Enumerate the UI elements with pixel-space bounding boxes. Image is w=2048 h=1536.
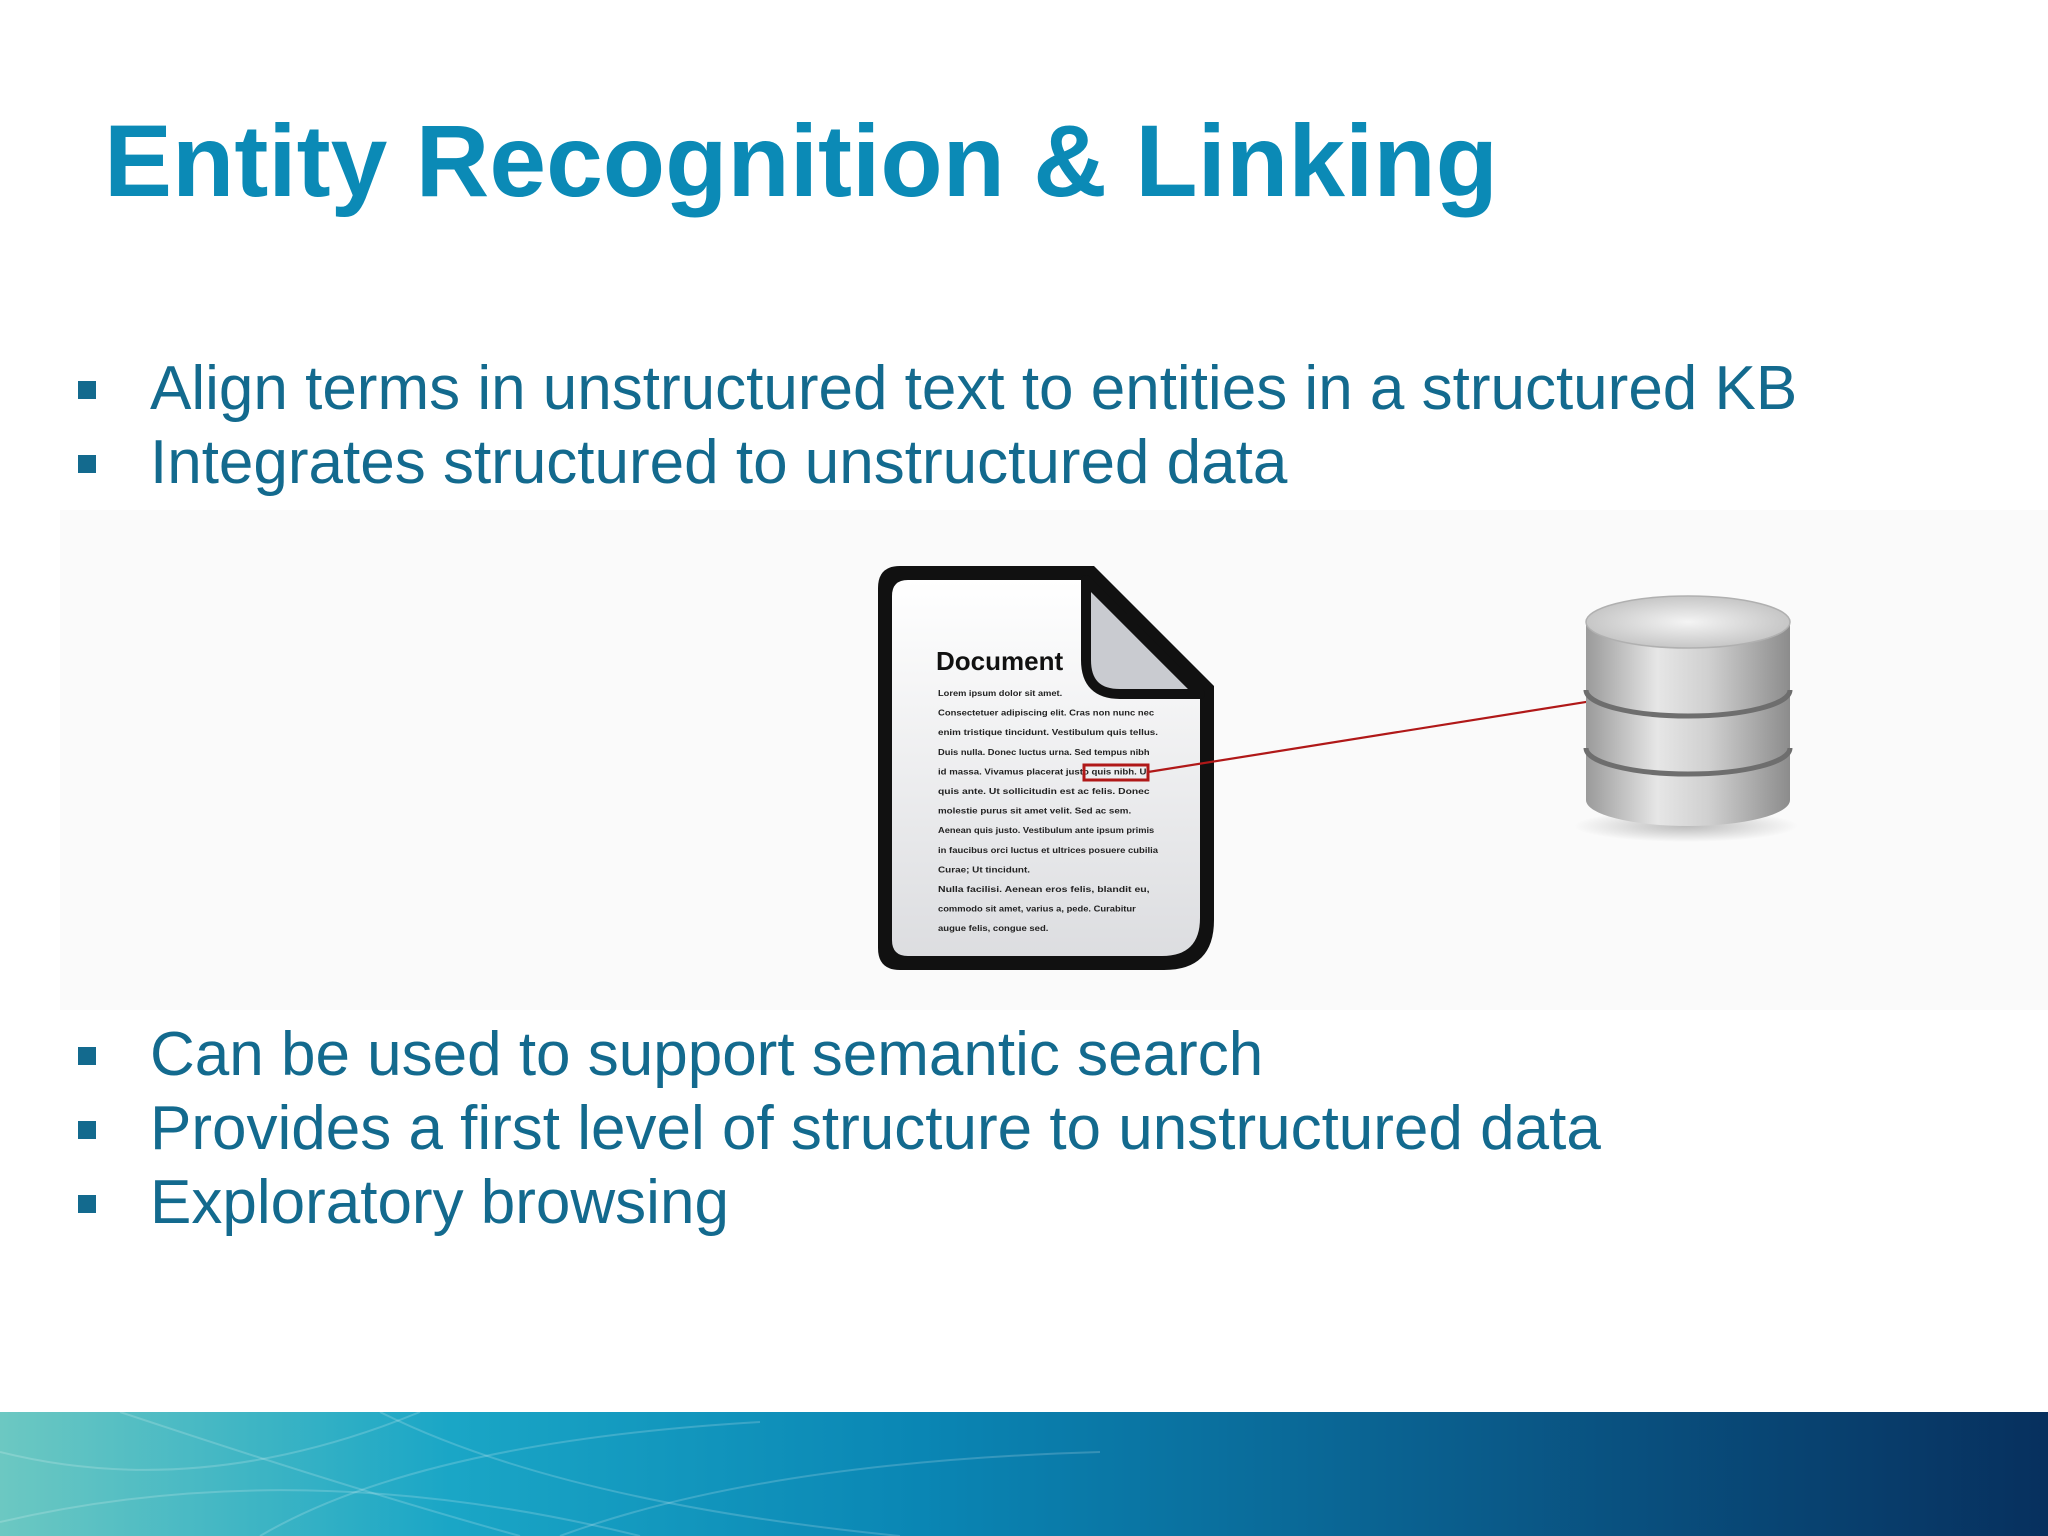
document-text-lines: Lorem ipsum dolor sit amet. Consectetuer …: [938, 688, 1158, 933]
bullet-item: Provides a first level of structure to u…: [78, 1092, 1601, 1166]
document-text-line: Nulla facilisi. Aenean eros felis, bland…: [938, 884, 1150, 894]
document-text-line: Consectetuer adipiscing elit. Cras non n…: [938, 708, 1154, 718]
bullet-item: Can be used to support semantic search: [78, 1018, 1601, 1092]
bullet-text: Can be used to support semantic search: [150, 1020, 1264, 1089]
document-text-line: Lorem ipsum dolor sit amet.: [938, 688, 1062, 698]
bullet-square-icon: [78, 381, 96, 399]
footer-decoration: [0, 1412, 1101, 1536]
document-text-line: commodo sit amet, varius a, pede. Curabi…: [938, 904, 1137, 914]
footer-band: [0, 1412, 2048, 1536]
bullet-text: Align terms in unstructured text to enti…: [150, 354, 1798, 423]
bullet-text: Provides a first level of structure to u…: [150, 1094, 1601, 1163]
entity-mention-highlight: [1082, 763, 1150, 782]
document-icon: Document Lorem ipsum dolor sit amet. Cons…: [878, 566, 1214, 970]
document-text-line: molestie purus sit amet velit. Sed ac se…: [938, 806, 1131, 816]
document-text-line: Duis nulla. Donec luctus urna. Sed tempu…: [938, 747, 1150, 757]
bullet-text: Exploratory browsing: [150, 1168, 729, 1237]
document-text-line: id massa. Vivamus placerat justo quis ni…: [938, 766, 1150, 776]
bullet-square-icon: [78, 1047, 96, 1065]
bullet-square-icon: [78, 1121, 96, 1139]
document-text-line: in faucibus orci luctus et ultrices posu…: [938, 845, 1158, 855]
document-text-line: Curae; Ut tincidunt.: [938, 864, 1030, 874]
entity-linking-figure: Document Lorem ipsum dolor sit amet. Cons…: [60, 510, 2048, 1010]
document-text-line: quis ante. Ut sollicitudin est ac felis.…: [938, 786, 1150, 796]
document-text-line: Aenean quis justo. Vestibulum ante ipsum…: [938, 825, 1154, 835]
slide-title: Entity Recognition & Linking: [104, 104, 1498, 218]
bullet-item: Integrates structured to unstructured da…: [78, 426, 1797, 500]
bullet-list-top: Align terms in unstructured text to enti…: [78, 352, 1797, 500]
bullet-text: Integrates structured to unstructured da…: [150, 428, 1288, 497]
document-text-line: enim tristique tincidunt. Vestibulum qui…: [938, 727, 1158, 737]
bullet-square-icon: [78, 1195, 96, 1213]
document-title: Document: [936, 646, 1063, 676]
bullet-list-bottom: Can be used to support semantic search P…: [78, 1018, 1601, 1240]
document-text-line: augue felis, congue sed.: [938, 923, 1048, 933]
figure-graphic: Document Lorem ipsum dolor sit amet. Cons…: [878, 566, 1798, 970]
database-icon: [1574, 595, 1798, 842]
bullet-square-icon: [78, 455, 96, 473]
bullet-item: Exploratory browsing: [78, 1166, 1601, 1240]
bullet-item: Align terms in unstructured text to enti…: [78, 352, 1797, 426]
